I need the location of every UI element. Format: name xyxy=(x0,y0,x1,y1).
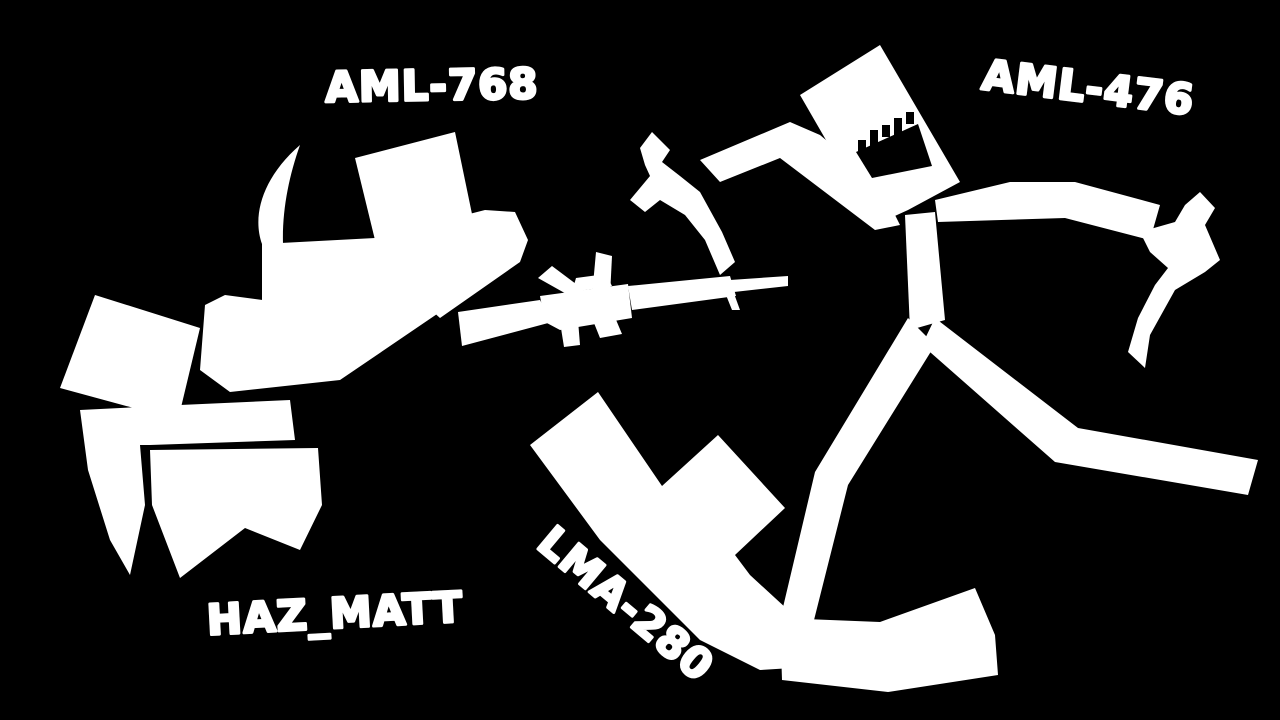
player-name-tag-haz-matt: HAZ_MATT xyxy=(206,582,465,644)
rifle-icon xyxy=(458,252,788,347)
ragdoll-left-torso-top xyxy=(355,132,472,240)
ragdoll-left-hip xyxy=(80,400,295,575)
stick-figure-left-upper-arm xyxy=(700,122,900,230)
rifle-magazine xyxy=(592,315,622,338)
rifle-front-sight xyxy=(724,288,740,310)
pickaxe-right-icon xyxy=(1128,192,1220,368)
pickaxe-left-icon xyxy=(630,132,735,275)
ragdoll-bottom-limb xyxy=(530,392,812,670)
stick-figure-head xyxy=(800,45,960,225)
player-name-tag-aml-768: AML-768 xyxy=(325,59,539,112)
ragdoll-left-torso xyxy=(262,210,528,318)
stick-figure-teeth xyxy=(856,112,932,178)
stick-figure-left-foot xyxy=(780,588,998,692)
rifle-barrel xyxy=(730,276,788,292)
stick-figure-right xyxy=(630,45,1258,692)
rifle-stock xyxy=(458,300,552,346)
rifle-grip xyxy=(560,320,580,347)
stick-figure-spine xyxy=(905,212,945,330)
stick-figure-left-leg xyxy=(780,318,935,628)
ragdoll-left-shoulder-block xyxy=(60,295,200,420)
rifle-sight xyxy=(538,266,584,296)
ragdoll-left xyxy=(60,132,528,578)
rifle-body xyxy=(540,284,632,330)
rifle-handguard xyxy=(628,276,736,310)
ragdoll-left-arm xyxy=(200,290,440,392)
rifle-raised-hand xyxy=(592,252,612,296)
player-name-tag-aml-476: AML-476 xyxy=(980,50,1198,125)
ragdoll-left-head xyxy=(258,145,300,244)
stick-figure-right-arm xyxy=(935,182,1160,240)
stick-figure-right-leg xyxy=(922,318,1258,495)
ragdoll-left-leg-lower xyxy=(150,448,322,578)
ragdoll-bottom xyxy=(530,392,812,670)
